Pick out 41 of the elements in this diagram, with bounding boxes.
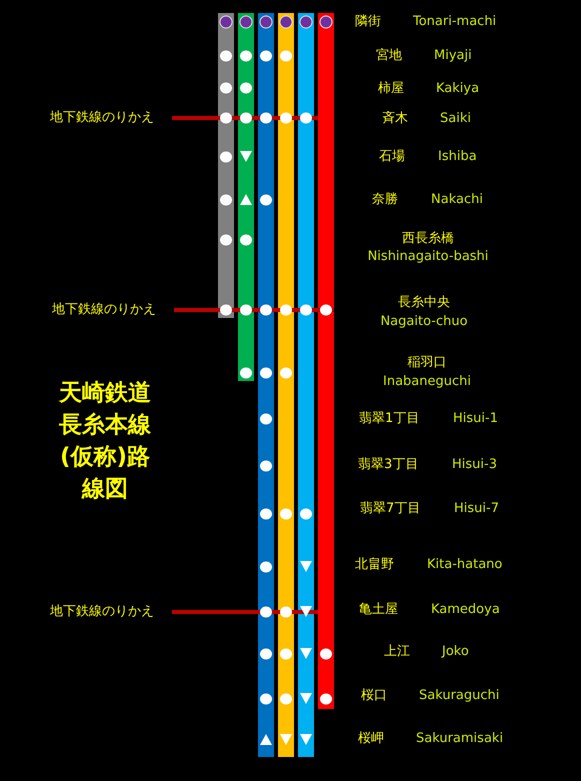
station-name: 亀土屋 <box>359 602 398 618</box>
station-romaji: Saiki <box>440 111 471 127</box>
station-romaji: Hisui-3 <box>452 457 497 473</box>
station-romaji: Kita-hatano <box>427 557 502 573</box>
transfer-line <box>172 116 318 120</box>
station-name: 翡翠1丁目 <box>359 411 420 427</box>
station-romaji: Sakuraguchi <box>419 688 500 704</box>
station-name: 斉木 <box>382 111 408 127</box>
station-name: 隣街 <box>355 14 381 30</box>
station-romaji: Nagaito-chuo <box>380 314 468 330</box>
transfer-line <box>172 610 318 614</box>
station-name: 柿屋 <box>378 81 404 97</box>
station-name: 北畠野 <box>355 557 394 573</box>
station-name: 桜口 <box>361 688 387 704</box>
title: 天崎鉄道長糸本線(仮称)路線図 <box>58 379 152 504</box>
station-romaji: Hisui-1 <box>453 411 498 427</box>
station-romaji: Kakiya <box>436 81 480 97</box>
transfer-label: 地下鉄線のりかえ <box>50 110 154 126</box>
station-name: 石場 <box>379 149 405 165</box>
station-name: 稲羽口 <box>408 355 446 371</box>
transfer-label: 地下鉄線のりかえ <box>52 302 156 318</box>
station-name: 西長糸橋 <box>402 231 454 247</box>
station-romaji: Miyaji <box>434 48 472 64</box>
station-name: 奈勝 <box>372 192 398 208</box>
station-romaji: Joko <box>442 644 469 660</box>
transfer-line <box>174 308 334 312</box>
station-name: 上江 <box>384 644 410 660</box>
station-romaji: Nishinagaito-bashi <box>368 249 488 265</box>
station-romaji: Nakachi <box>431 192 483 208</box>
station-romaji: Ishiba <box>438 149 477 165</box>
transfer-label: 地下鉄線のりかえ <box>50 604 154 620</box>
station-name: 翡翠7丁目 <box>360 501 420 517</box>
station-romaji: Tonari-machi <box>413 14 496 30</box>
station-name: 桜岬 <box>358 731 384 747</box>
station-romaji: Sakuramisaki <box>416 731 504 747</box>
station-name: 翡翠3丁目 <box>358 457 418 473</box>
station-name: 長糸中央 <box>398 295 450 311</box>
station-romaji: Kamedoya <box>431 602 500 618</box>
station-romaji: Hisui-7 <box>454 501 499 517</box>
station-name: 宮地 <box>376 48 402 64</box>
station-romaji: Inabaneguchi <box>383 374 471 390</box>
